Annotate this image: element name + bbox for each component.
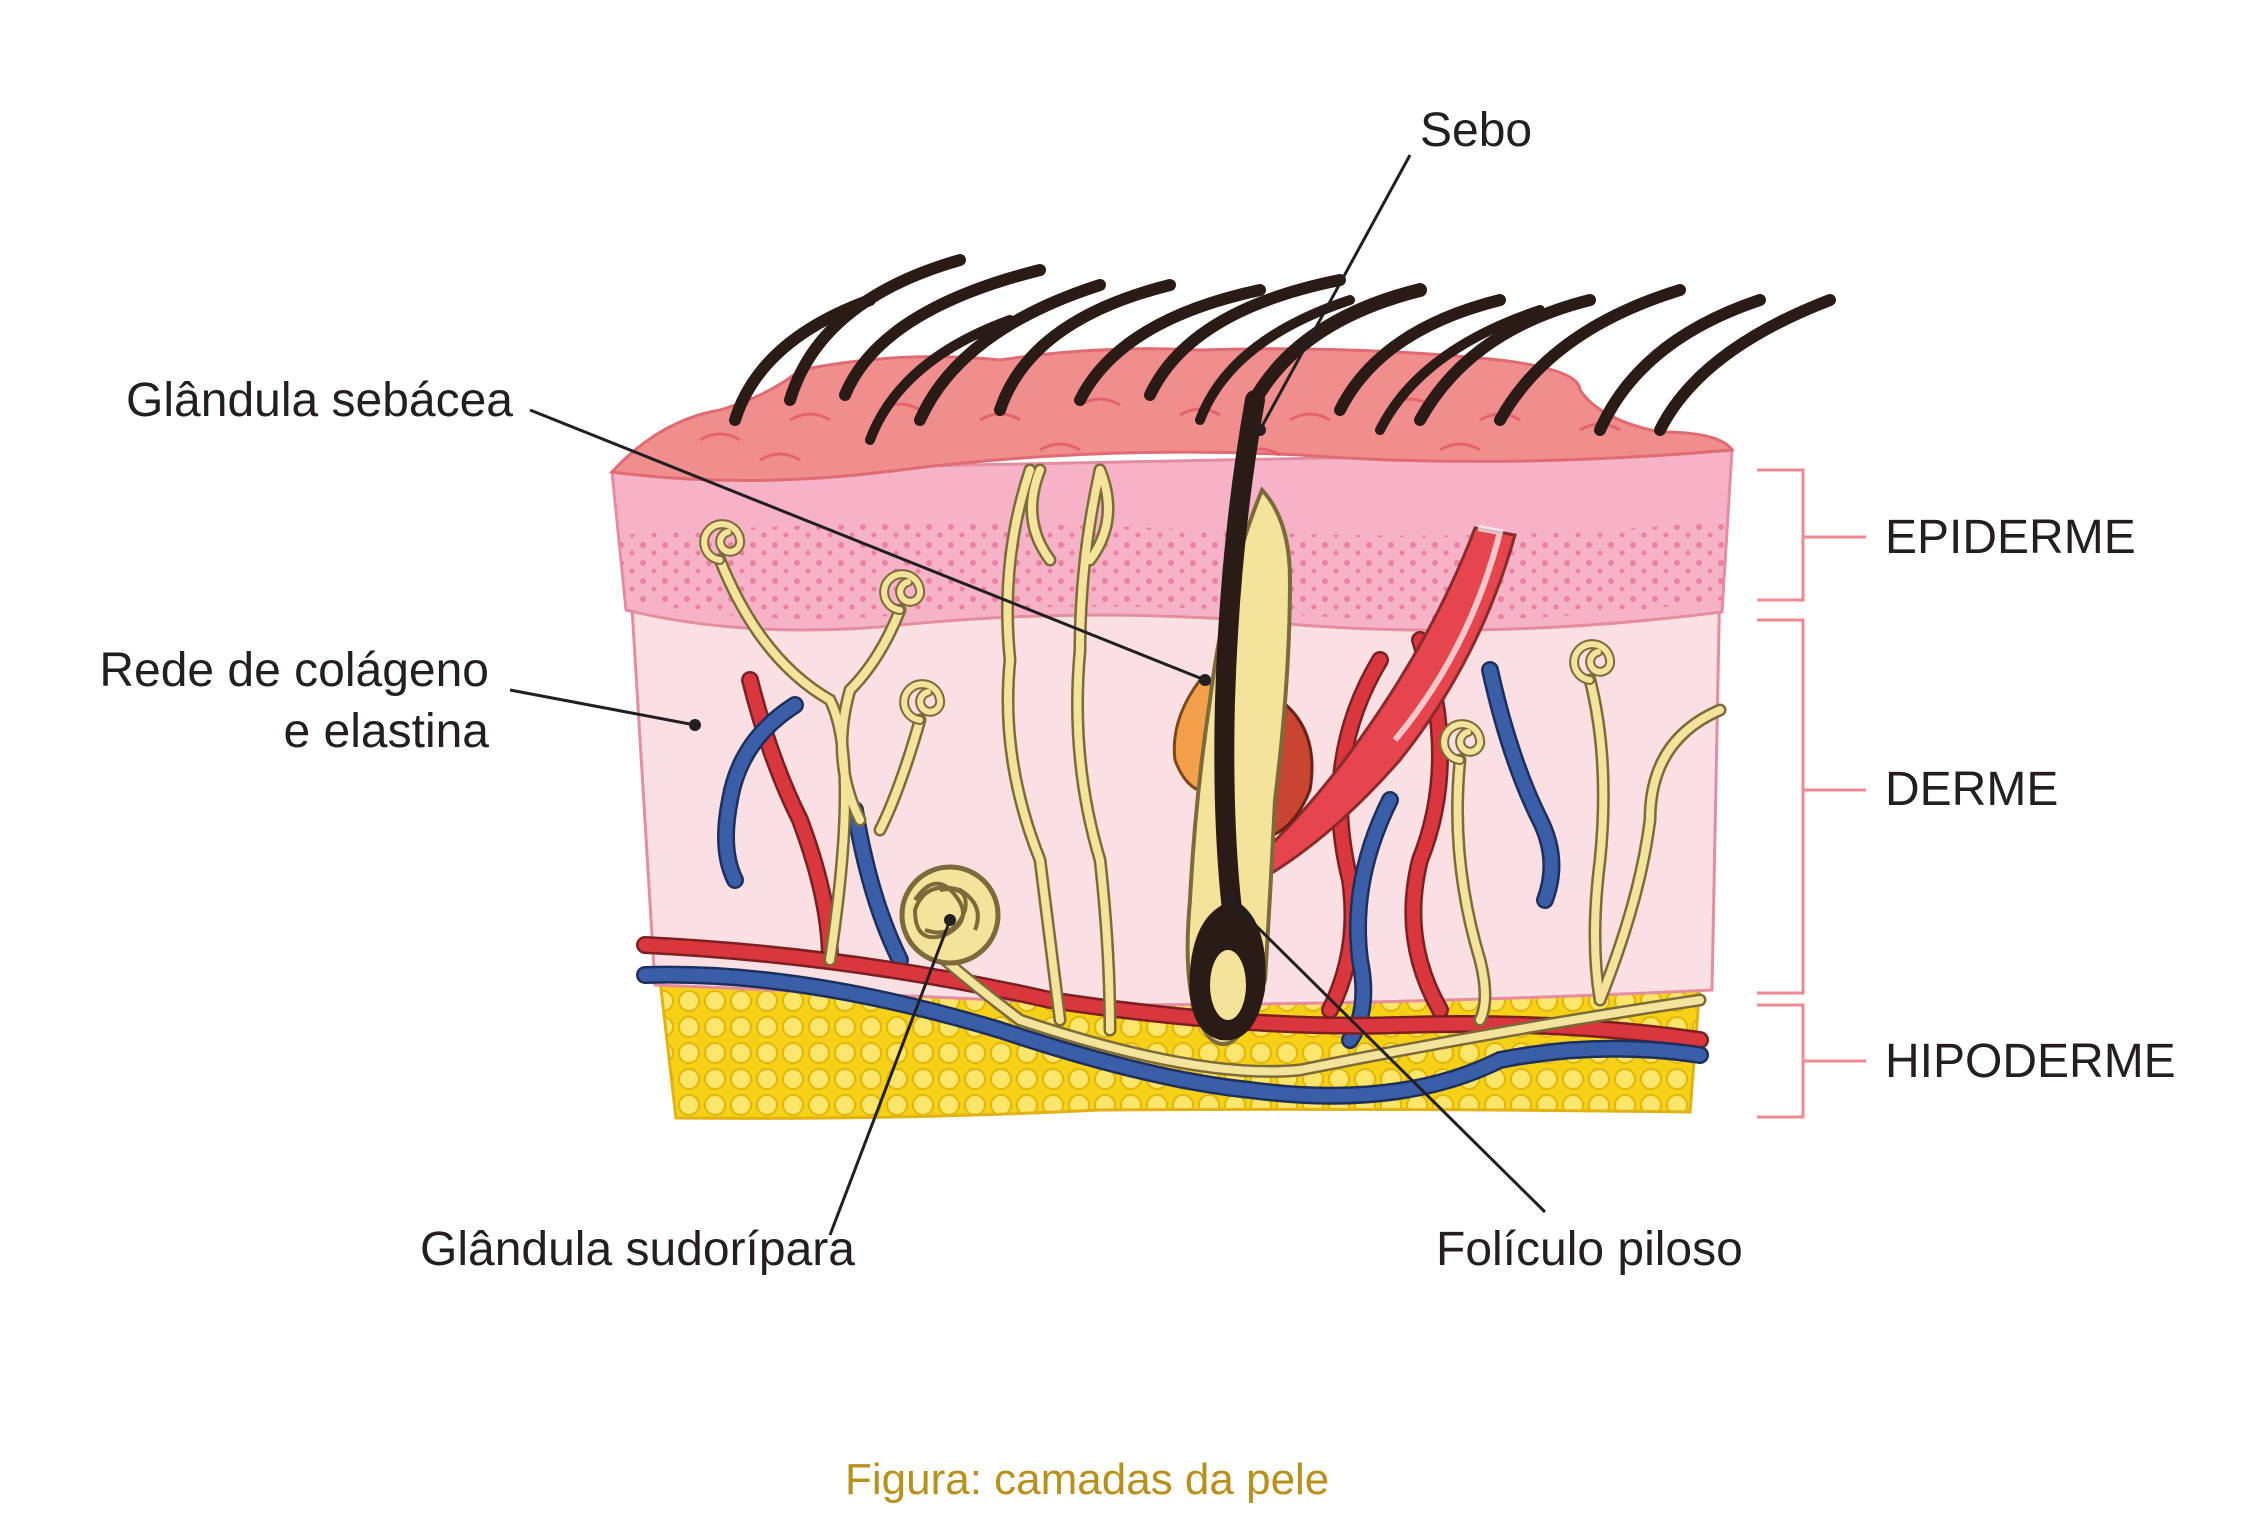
- label-rede-colageno-line2: e elastina: [283, 705, 489, 758]
- nerve-fibers: [699, 463, 1727, 1078]
- bracket-derme: [1757, 618, 1866, 995]
- label-glandula-sebacea: Glândula sebácea: [126, 374, 513, 427]
- layer-label-epiderme: EPIDERME: [1885, 511, 2136, 564]
- layer-label-hipoderme: HIPODERME: [1885, 1035, 2176, 1088]
- leader-lines: [509, 154, 1547, 1236]
- bracket-epiderme: [1757, 468, 1866, 602]
- hair-follicle: [1172, 390, 1314, 1046]
- leader-dots: [689, 424, 1266, 926]
- hairs: [729, 254, 1836, 445]
- label-rede-colageno-line1: Rede de colágeno: [99, 644, 489, 697]
- label-glandula-sudoripara: Glândula sudorípara: [420, 1223, 855, 1276]
- bracket-hipoderme: [1757, 1003, 1866, 1119]
- epidermis-basal-dots: [620, 520, 1725, 620]
- label-foliculo-piloso: Folículo piloso: [1436, 1223, 1743, 1276]
- layer-label-derme: DERME: [1885, 763, 2059, 816]
- layer-brackets: [1757, 468, 1866, 1119]
- label-sebo: Sebo: [1420, 104, 1533, 157]
- figure-caption: Figura: camadas da pele: [845, 1455, 1330, 1504]
